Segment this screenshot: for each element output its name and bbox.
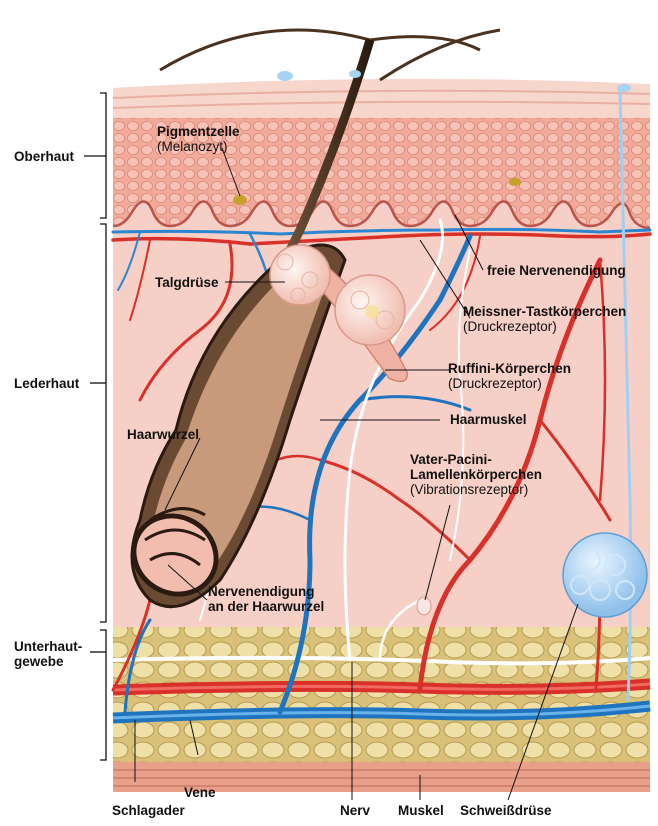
sweat-pore-1	[277, 71, 293, 81]
label-pacini-line1: Vater-Pacini-	[410, 452, 542, 467]
sweat-pore-2	[349, 70, 361, 78]
label-hair-muscle-title: Haarmuskel	[450, 412, 527, 427]
melanocyte-2	[509, 178, 521, 186]
label-hair-root-title: Haarwurzel	[127, 427, 199, 442]
pacini-corpuscle	[417, 597, 431, 615]
label-ruffini-sub: (Druckrezeptor)	[448, 376, 571, 391]
label-subcutis-line2: gewebe	[14, 654, 82, 669]
label-ruffini-title: Ruffini-Körperchen	[448, 361, 571, 376]
label-sweat-gland-title: Schweißdrüse	[460, 803, 552, 818]
sweat-pore-3	[617, 84, 631, 92]
label-pigment-cell-sub: (Melanozyt)	[157, 139, 240, 154]
label-free-nerve-ending: freie Nervenendigung	[487, 263, 626, 278]
label-meissner-title: Meissner-Tastkörperchen	[463, 304, 626, 319]
label-subcutis-line1: Unterhaut-	[14, 639, 82, 654]
melanocyte-1	[233, 195, 247, 205]
label-pacini-sub: (Vibrationsrezeptor)	[410, 482, 542, 497]
layer-brackets	[84, 93, 106, 760]
label-nerve-title: Nerv	[340, 803, 370, 818]
label-meissner: Meissner-Tastkörperchen (Druckrezeptor)	[463, 304, 626, 334]
horny-layer	[113, 79, 650, 118]
label-free-nerve-ending-title: freie Nervenendigung	[487, 263, 626, 278]
label-pigment-cell: Pigmentzelle (Melanozyt)	[157, 124, 240, 154]
label-ruffini: Ruffini-Körperchen (Druckrezeptor)	[448, 361, 571, 391]
label-hair-root: Haarwurzel	[127, 427, 199, 442]
label-pacini-line2: Lamellenkörperchen	[410, 467, 542, 482]
label-meissner-sub: (Druckrezeptor)	[463, 319, 626, 334]
label-hair-root-nerve: Nervenendigung an der Haarwurzel	[208, 584, 324, 614]
label-vein: Vene	[184, 785, 216, 800]
label-pacini: Vater-Pacini- Lamellenkörperchen (Vibrat…	[410, 452, 542, 497]
label-hair-root-nerve-line2: an der Haarwurzel	[208, 599, 324, 614]
label-subcutis: Unterhaut- gewebe	[14, 639, 82, 669]
label-muscle-title: Muskel	[398, 803, 444, 818]
label-epidermis: Oberhaut	[14, 149, 74, 164]
label-hair-muscle: Haarmuskel	[450, 412, 527, 427]
label-muscle: Muskel	[398, 803, 444, 818]
label-vein-title: Vene	[184, 785, 216, 800]
label-sebaceous-gland-title: Talgdrüse	[155, 275, 219, 290]
sweat-gland	[563, 533, 647, 617]
label-sebaceous-gland: Talgdrüse	[155, 275, 219, 290]
label-hair-root-nerve-line1: Nervenendigung	[208, 584, 324, 599]
label-sweat-gland: Schweißdrüse	[460, 803, 552, 818]
label-artery-title: Schlagader	[112, 803, 185, 818]
label-pigment-cell-title: Pigmentzelle	[157, 124, 240, 139]
label-artery: Schlagader	[112, 803, 185, 818]
label-nerve: Nerv	[340, 803, 370, 818]
label-dermis: Lederhaut	[14, 376, 79, 391]
